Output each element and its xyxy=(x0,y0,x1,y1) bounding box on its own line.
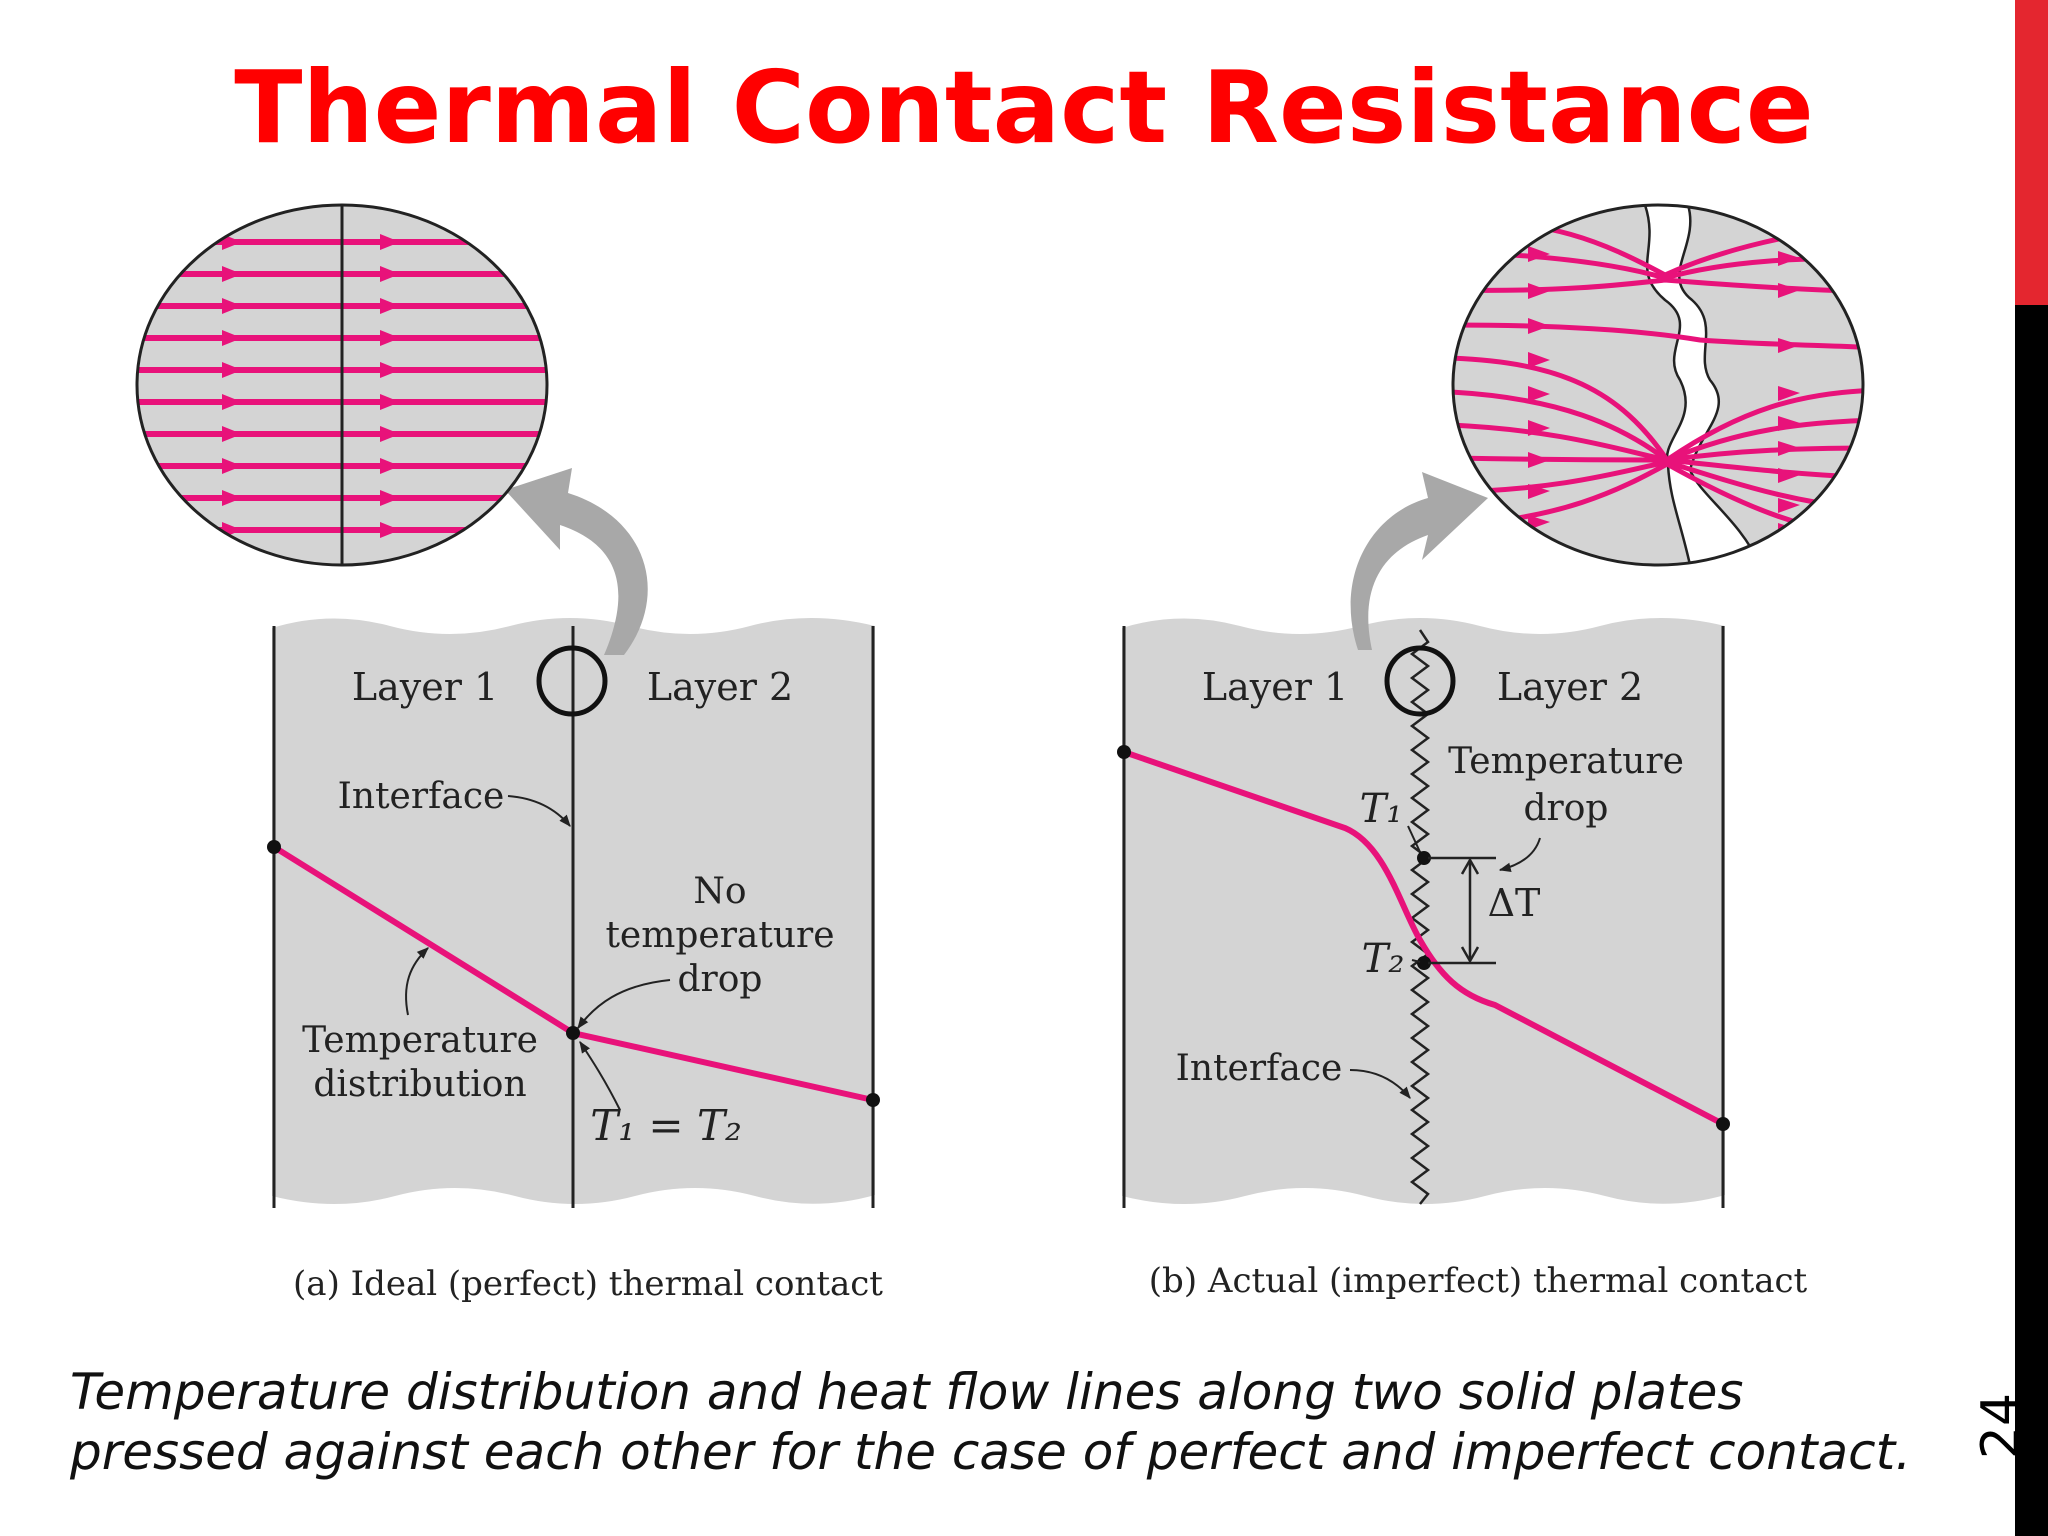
leader-interface-b xyxy=(1349,1069,1411,1099)
temp-point-b-left xyxy=(1117,745,1131,759)
temp-point-b-t2 xyxy=(1417,956,1431,970)
temp-point-a-interface xyxy=(566,1026,580,1040)
gap-void-b xyxy=(1643,205,1762,565)
leader-t2-b xyxy=(1411,959,1421,963)
interface-label-a: Interface xyxy=(338,776,505,817)
no-temp-drop-label-a-3: drop xyxy=(678,959,763,1000)
panel-a: Layer 1 Layer 2 Interface No temperature… xyxy=(135,203,883,1304)
interface-label-b: Interface xyxy=(1176,1048,1343,1089)
subcaption-a: (a) Ideal (perfect) thermal contact xyxy=(293,1264,883,1304)
t2-label-b: T₂ xyxy=(1362,936,1405,982)
temp-drop-label-b-2: drop xyxy=(1524,788,1609,829)
layer1-label-a: Layer 1 xyxy=(352,665,498,709)
equation-label-a: T₁ = T₂ xyxy=(590,1101,742,1150)
leader-temp-drop-b xyxy=(1498,837,1541,873)
slide-title: Thermal Contact Resistance xyxy=(234,49,1814,166)
zoom-arrow-b xyxy=(1350,472,1488,650)
sidebar-accent-red xyxy=(2015,0,2048,305)
leader-temp-dist-a xyxy=(405,947,429,1016)
caption-line-1: Temperature distribution and heat flow l… xyxy=(70,1363,1744,1421)
caption-line-2: pressed against each other for the case … xyxy=(70,1423,1912,1481)
t1-label-b: T₁ xyxy=(1360,786,1403,832)
leader-interface-a xyxy=(507,795,571,827)
delta-t-indicator xyxy=(1428,856,1496,965)
interface-marker-a xyxy=(536,645,608,717)
leader-no-drop-a xyxy=(577,979,671,1029)
temp-dist-label-a-2: distribution xyxy=(313,1064,526,1105)
temp-point-a-right xyxy=(866,1093,880,1107)
temp-dist-label-a-1: Temperature xyxy=(302,1020,538,1061)
temp-point-a-left xyxy=(267,840,281,854)
no-temp-drop-label-a-1: No xyxy=(693,871,746,912)
layer1-label-b: Layer 1 xyxy=(1202,665,1348,709)
zoom-circle-a xyxy=(135,203,549,567)
temperature-line-b xyxy=(1123,749,1725,1127)
subcaption-b: (b) Actual (imperfect) thermal contact xyxy=(1149,1261,1808,1301)
temp-drop-label-b-1: Temperature xyxy=(1448,741,1684,782)
slide-caption: Temperature distribution and heat flow l… xyxy=(70,1362,1970,1482)
layer2-label-a: Layer 2 xyxy=(647,665,793,709)
sidebar-accent-black xyxy=(2015,305,2048,1536)
temp-point-b-right xyxy=(1716,1117,1730,1131)
interface-marker-b xyxy=(1384,645,1456,717)
panel-b: Layer 1 Layer 2 Temperature drop T₁ T₂ Δ… xyxy=(1117,203,1865,1301)
layer2-label-b: Layer 2 xyxy=(1497,665,1643,709)
delta-t-label-b: ΔT xyxy=(1488,881,1541,925)
zoom-circle-b xyxy=(1451,203,1865,567)
leader-t1-b xyxy=(1407,825,1421,853)
temp-point-b-t1 xyxy=(1417,851,1431,865)
plate-b xyxy=(1122,618,1725,1204)
leader-equation-a xyxy=(579,1041,621,1111)
no-temp-drop-label-a-2: temperature xyxy=(605,915,834,956)
zoom-arrow-a xyxy=(505,468,648,655)
